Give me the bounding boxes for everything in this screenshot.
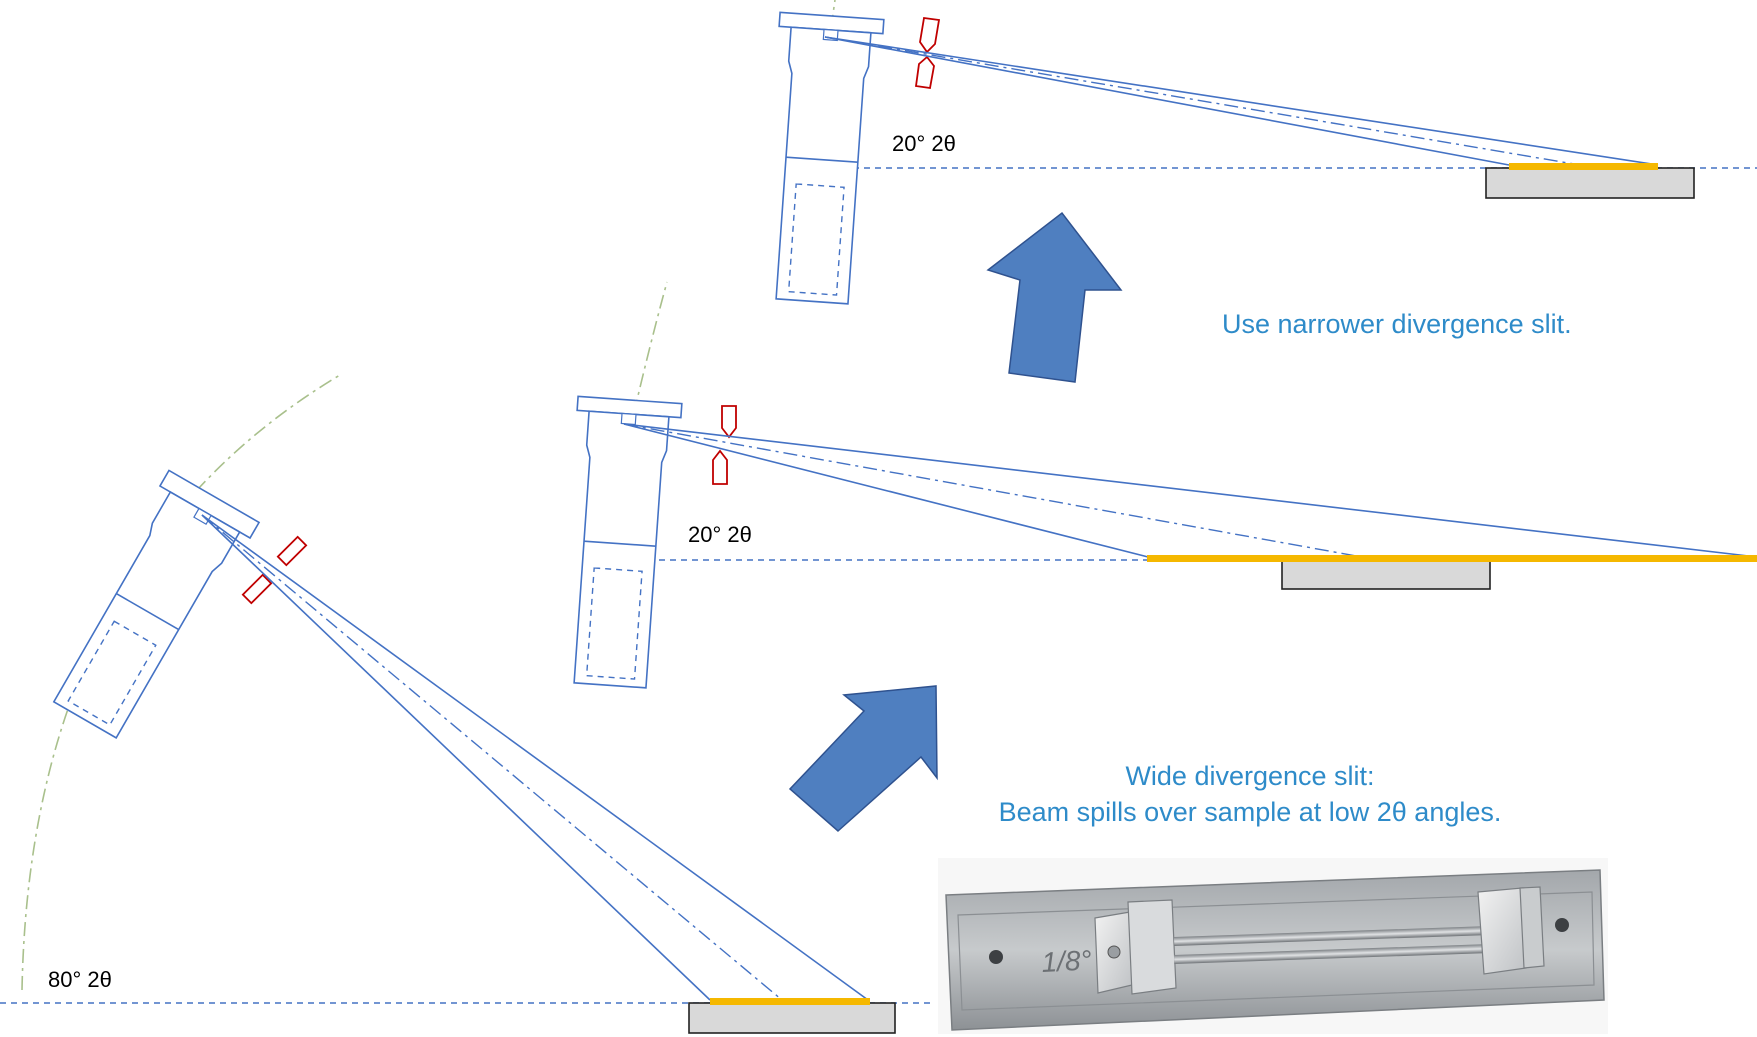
- xray-beam-top: [824, 36, 1659, 166]
- xray-tube-middle: [573, 395, 683, 689]
- mounting-hole-left-icon: [989, 950, 1003, 964]
- caption-wide-slit-title: Wide divergence slit:: [1125, 761, 1374, 791]
- arrow-up-right-icon: [788, 685, 938, 833]
- guide-rod-lower: [1173, 943, 1491, 964]
- divergence-slit-photo: 1/8°: [938, 858, 1608, 1034]
- xray-tube-top: [775, 11, 885, 305]
- xray-beam-middle: [623, 423, 1757, 558]
- assembly-20-deg-narrow: 20° 2θ: [775, 0, 1757, 305]
- sample-holder-middle: [1281, 559, 1491, 590]
- sample-holder-bottom: [688, 1002, 896, 1034]
- xray-tube-bottom: [52, 469, 261, 739]
- xray-beam-bottom: [201, 514, 869, 1001]
- angle-label-20-middle: 20° 2θ: [688, 522, 752, 547]
- irradiated-area-top: [1509, 163, 1658, 170]
- arrow-up-icon: [986, 211, 1123, 383]
- divergence-slit-middle: [712, 405, 737, 485]
- slit-blade-right: [1477, 887, 1527, 975]
- divergence-slit-bottom: [241, 535, 308, 605]
- irradiated-area-middle: [1147, 555, 1757, 562]
- mounting-hole-right-icon: [1555, 918, 1569, 932]
- assembly-80-deg: 80° 2θ: [0, 374, 935, 1034]
- irradiated-area-bottom: [710, 998, 870, 1005]
- assembly-20-deg-wide: 20° 2θ: [573, 281, 1757, 689]
- caption-narrow-slit: Use narrower divergence slit.: [1222, 309, 1572, 339]
- angle-label-80: 80° 2θ: [48, 967, 112, 992]
- goniometer-circle-arc-middle: [603, 281, 668, 546]
- divergence-slit-top: [914, 16, 941, 90]
- adjusting-screw-icon: [1107, 945, 1121, 959]
- caption-wide-slit-detail: Beam spills over sample at low 2θ angles…: [999, 797, 1502, 827]
- sample-holder-top: [1485, 167, 1695, 199]
- guide-rod-upper: [1173, 925, 1491, 946]
- angle-label-20-top: 20° 2θ: [892, 131, 956, 156]
- slit-size-marking: 1/8°: [1041, 944, 1093, 978]
